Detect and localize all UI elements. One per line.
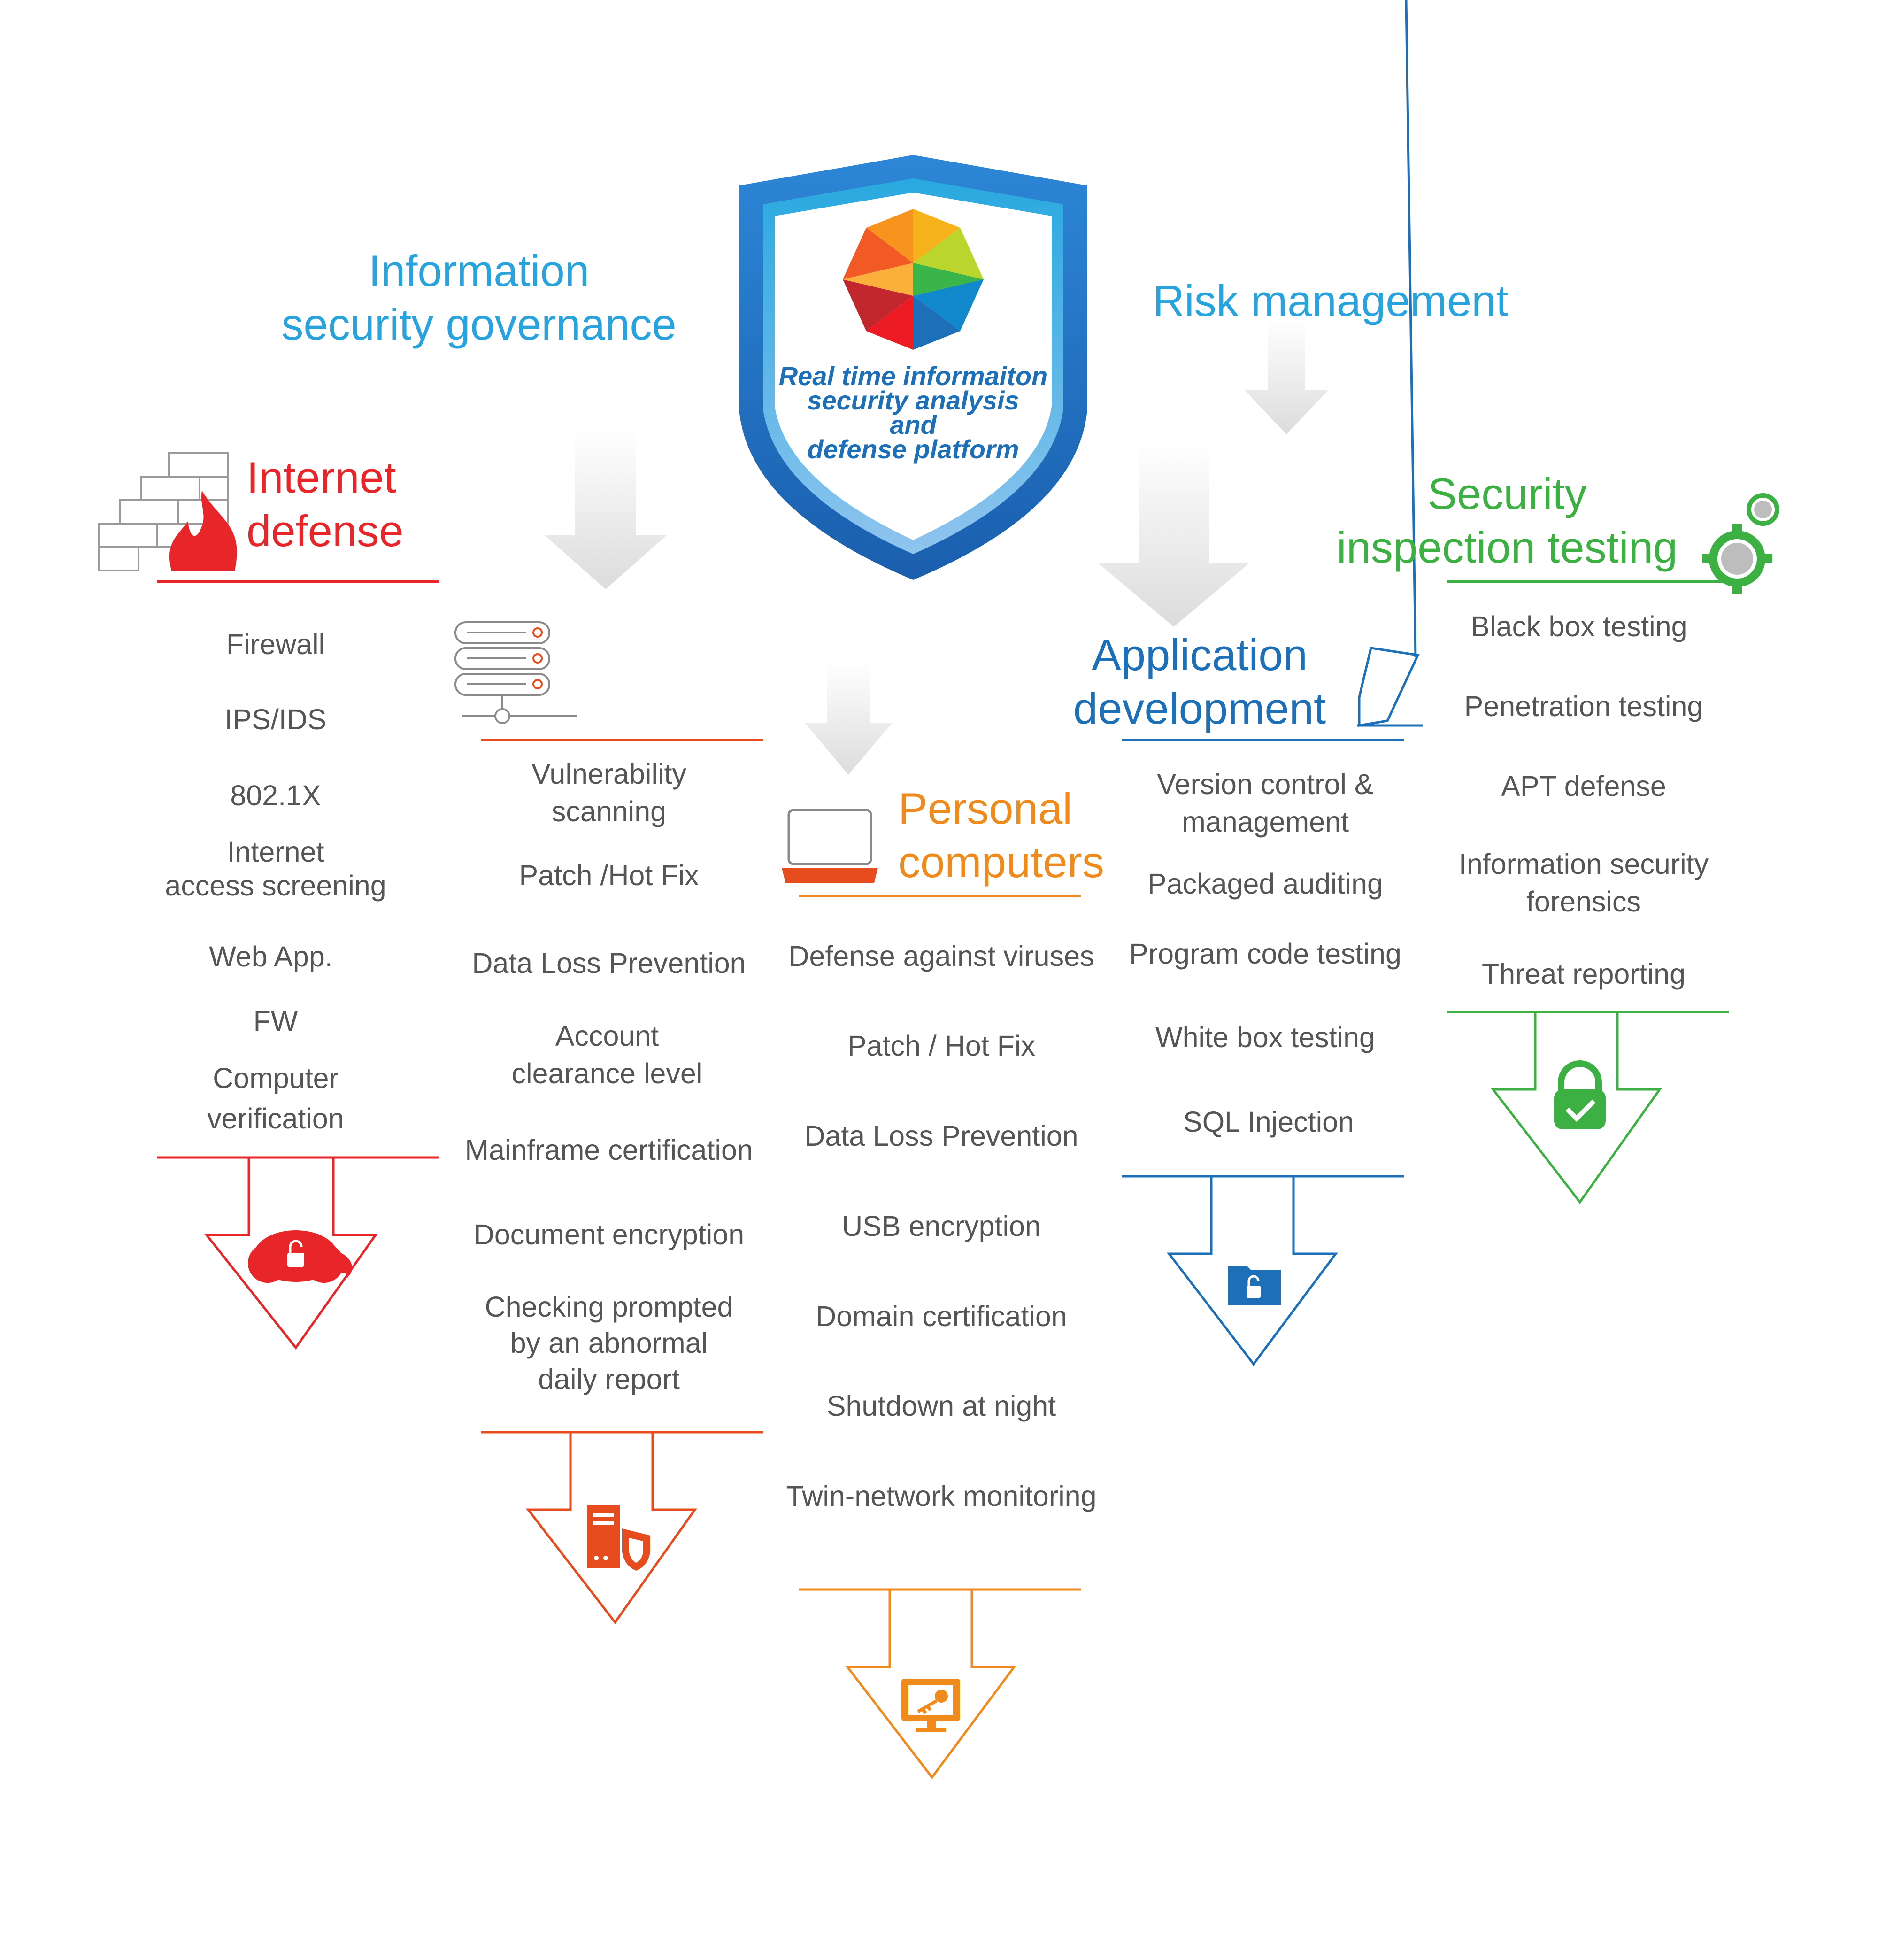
flow-arrow-governance (545, 430, 667, 589)
appdev-item: Program code testing (1129, 938, 1401, 970)
pc-item: Twin-network monitoring (786, 1480, 1097, 1512)
flow-arrow-pc (805, 662, 892, 775)
platform-title-line: Real time informaiton (778, 361, 1048, 391)
pc-item: Patch / Hot Fix (847, 1030, 1036, 1062)
personal-computers-title-line: Personal (898, 784, 1072, 833)
server-icon (454, 621, 577, 724)
internet-item: IPS/IDS (224, 703, 327, 735)
pc-bottom-arrow (799, 1588, 1081, 1780)
internet-defense-title-line: defense (246, 506, 404, 556)
internet-bottom-arrow (157, 1156, 439, 1350)
server-shield-icon (587, 1505, 650, 1571)
appdev-item: Version control & management (1157, 768, 1374, 838)
padlock-check-icon (1554, 1060, 1606, 1129)
security-bottom-arrow (1447, 1011, 1729, 1204)
pc-item: USB encryption (842, 1210, 1041, 1242)
pc-underline (799, 895, 1081, 897)
pc-item: Domain certification (816, 1300, 1067, 1332)
governance-item: Data Loss Prevention (472, 947, 746, 979)
internet-item: Computer verification (207, 1062, 344, 1134)
pc-item: Data Loss Prevention (804, 1120, 1078, 1152)
appdev-underline (1122, 739, 1404, 741)
governance-item: Document encryption (473, 1219, 745, 1250)
governance-item: Vulnerability scanning (531, 758, 687, 827)
platform-title-line: security analysis (807, 386, 1019, 415)
internet-item: Internet access screening (165, 836, 386, 902)
internet-underline (157, 580, 439, 583)
security-inspection-title: Security inspection testing (1322, 467, 1693, 574)
governance-label-line: security governance (281, 300, 677, 349)
internet-item: FW (253, 1005, 298, 1037)
security-item: Penetration testing (1464, 690, 1703, 722)
laptop-icon (782, 809, 878, 883)
internet-defense-title-line: Internet (246, 453, 396, 502)
security-underline (1447, 580, 1729, 583)
globe-logo-icon (843, 209, 984, 350)
appdev-item: Packaged auditing (1147, 868, 1383, 900)
pencil-icon (1357, 0, 1423, 727)
monitor-key-icon (901, 1679, 960, 1732)
application-development-title-line: Application (1092, 630, 1308, 679)
internet-item: Web App. (209, 941, 333, 972)
personal-computers-title: Personal computers (898, 782, 1104, 889)
internet-item: Firewall (226, 628, 325, 660)
risk-management-label: Risk management (1153, 276, 1509, 325)
governance-item: Account clearance level (511, 1020, 703, 1089)
application-development-title: Application development (1056, 628, 1343, 735)
security-item: Information security forensics (1458, 848, 1709, 918)
folder-lock-icon (1228, 1266, 1281, 1305)
internet-defense-title: Internet defense (246, 451, 404, 558)
security-item: Black box testing (1470, 610, 1687, 642)
governance-item: Patch /Hot Fix (519, 859, 699, 891)
flow-arrow-risk-small (1244, 319, 1329, 434)
governance-bottom-arrow (481, 1431, 763, 1625)
pc-item: Defense against viruses (788, 940, 1094, 972)
pc-item: Shutdown at night (826, 1390, 1056, 1422)
appdev-bottom-arrow (1122, 1175, 1404, 1366)
security-inspection-title-line: Security (1427, 469, 1587, 518)
governance-label: Information security governance (263, 244, 695, 351)
platform-title: Real time informaiton security analysis … (749, 361, 1078, 464)
governance-underline (481, 739, 763, 741)
application-development-title-line: development (1073, 684, 1326, 733)
appdev-item: SQL Injection (1183, 1106, 1354, 1138)
governance-item: Checking prompted by an abnormal daily r… (485, 1291, 733, 1395)
flow-arrow-risk-large (1099, 439, 1249, 627)
firewall-icon (98, 452, 237, 571)
personal-computers-title-line: computers (898, 837, 1104, 887)
cloud-lock-icon (248, 1230, 353, 1283)
security-inspection-title-line: inspection testing (1336, 523, 1678, 572)
governance-item: Mainframe certification (465, 1134, 753, 1166)
platform-title-line: and (890, 410, 937, 440)
governance-label-line: Information (368, 246, 590, 295)
gears-icon (1702, 493, 1779, 594)
internet-item: 802.1X (230, 779, 321, 811)
security-item: Threat reporting (1482, 958, 1686, 990)
appdev-item: White box testing (1155, 1021, 1375, 1053)
security-item: APT defense (1501, 770, 1666, 802)
platform-title-line: defense platform (807, 434, 1019, 464)
